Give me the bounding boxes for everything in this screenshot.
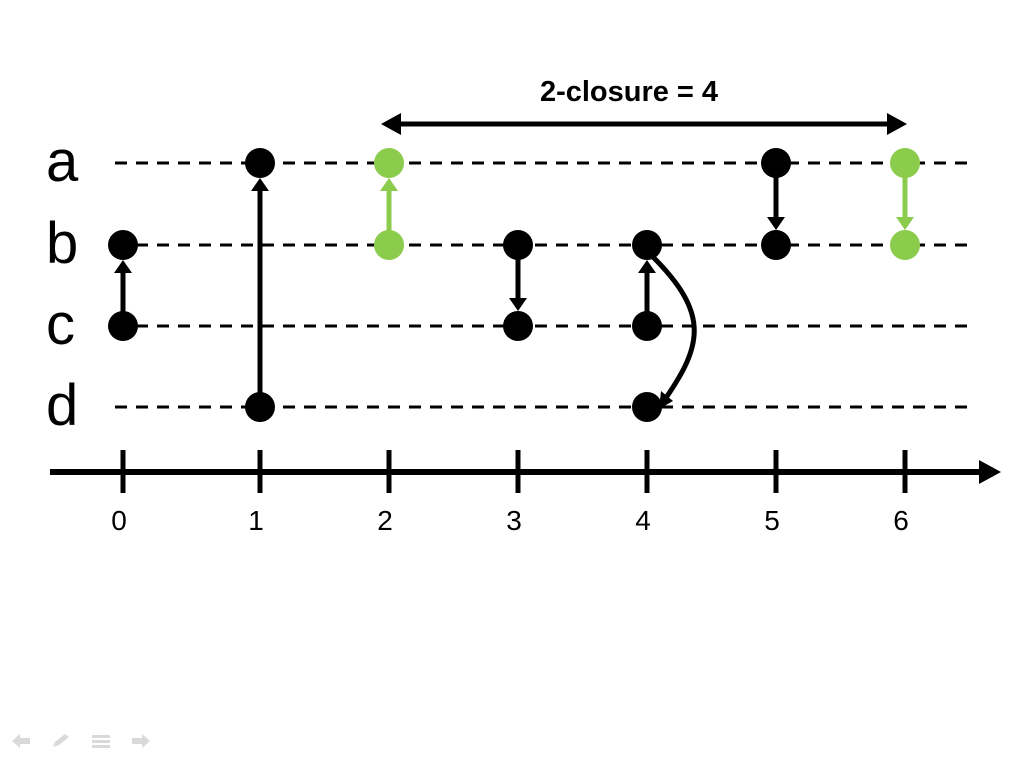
- arrow-left-icon[interactable]: [8, 730, 34, 752]
- edge-arrowhead-4-c-b: [638, 260, 656, 273]
- pen-icon[interactable]: [48, 730, 74, 752]
- node-c-t3: [503, 311, 533, 341]
- axis-tick-label-2: 2: [377, 505, 393, 536]
- node-a-t2: [374, 148, 404, 178]
- node-c-t0: [108, 311, 138, 341]
- closure-span-arrowhead-left: [381, 113, 401, 135]
- node-a-t6: [890, 148, 920, 178]
- menu-icon[interactable]: [88, 730, 114, 752]
- node-b-t4: [632, 230, 662, 260]
- axis-tick-label-1: 1: [248, 505, 264, 536]
- node-d-t1: [245, 392, 275, 422]
- lane-label-b: b: [46, 211, 78, 276]
- node-b-t2: [374, 230, 404, 260]
- node-b-t3: [503, 230, 533, 260]
- edge-arrowhead-2-b-a: [380, 178, 398, 191]
- node-a-t5: [761, 148, 791, 178]
- node-a-t1: [245, 148, 275, 178]
- closure-span-arrowhead-right: [887, 113, 907, 135]
- axis-tick-label-4: 4: [635, 505, 651, 536]
- lane-label-d: d: [46, 373, 78, 438]
- axis-tick-label-6: 6: [893, 505, 909, 536]
- time-axis-arrowhead: [979, 460, 1001, 484]
- arrow-right-icon[interactable]: [128, 730, 154, 752]
- edge-arrowhead-0-c-b: [114, 260, 132, 273]
- edge-arrowhead-6-a-b: [896, 217, 914, 230]
- node-b-t5: [761, 230, 791, 260]
- node-d-t4: [632, 392, 662, 422]
- node-c-t4: [632, 311, 662, 341]
- node-b-t0: [108, 230, 138, 260]
- axis-tick-label-0: 0: [111, 505, 127, 536]
- closure-title: 2-closure = 4: [540, 76, 718, 108]
- edge-curved-4-b-d: [649, 253, 697, 407]
- lane-label-c: c: [46, 292, 75, 357]
- axis-tick-label-3: 3: [506, 505, 522, 536]
- node-b-t6: [890, 230, 920, 260]
- axis-tick-label-5: 5: [764, 505, 780, 536]
- lane-label-a: a: [46, 129, 79, 194]
- edge-arrowhead-5-a-b: [767, 217, 785, 230]
- slide-nav-controls: [8, 730, 154, 752]
- edge-arrowhead-3-b-c: [509, 298, 527, 311]
- edge-arrowhead-1-d-a: [251, 178, 269, 191]
- edge-arrowhead-curved-4: [659, 391, 673, 409]
